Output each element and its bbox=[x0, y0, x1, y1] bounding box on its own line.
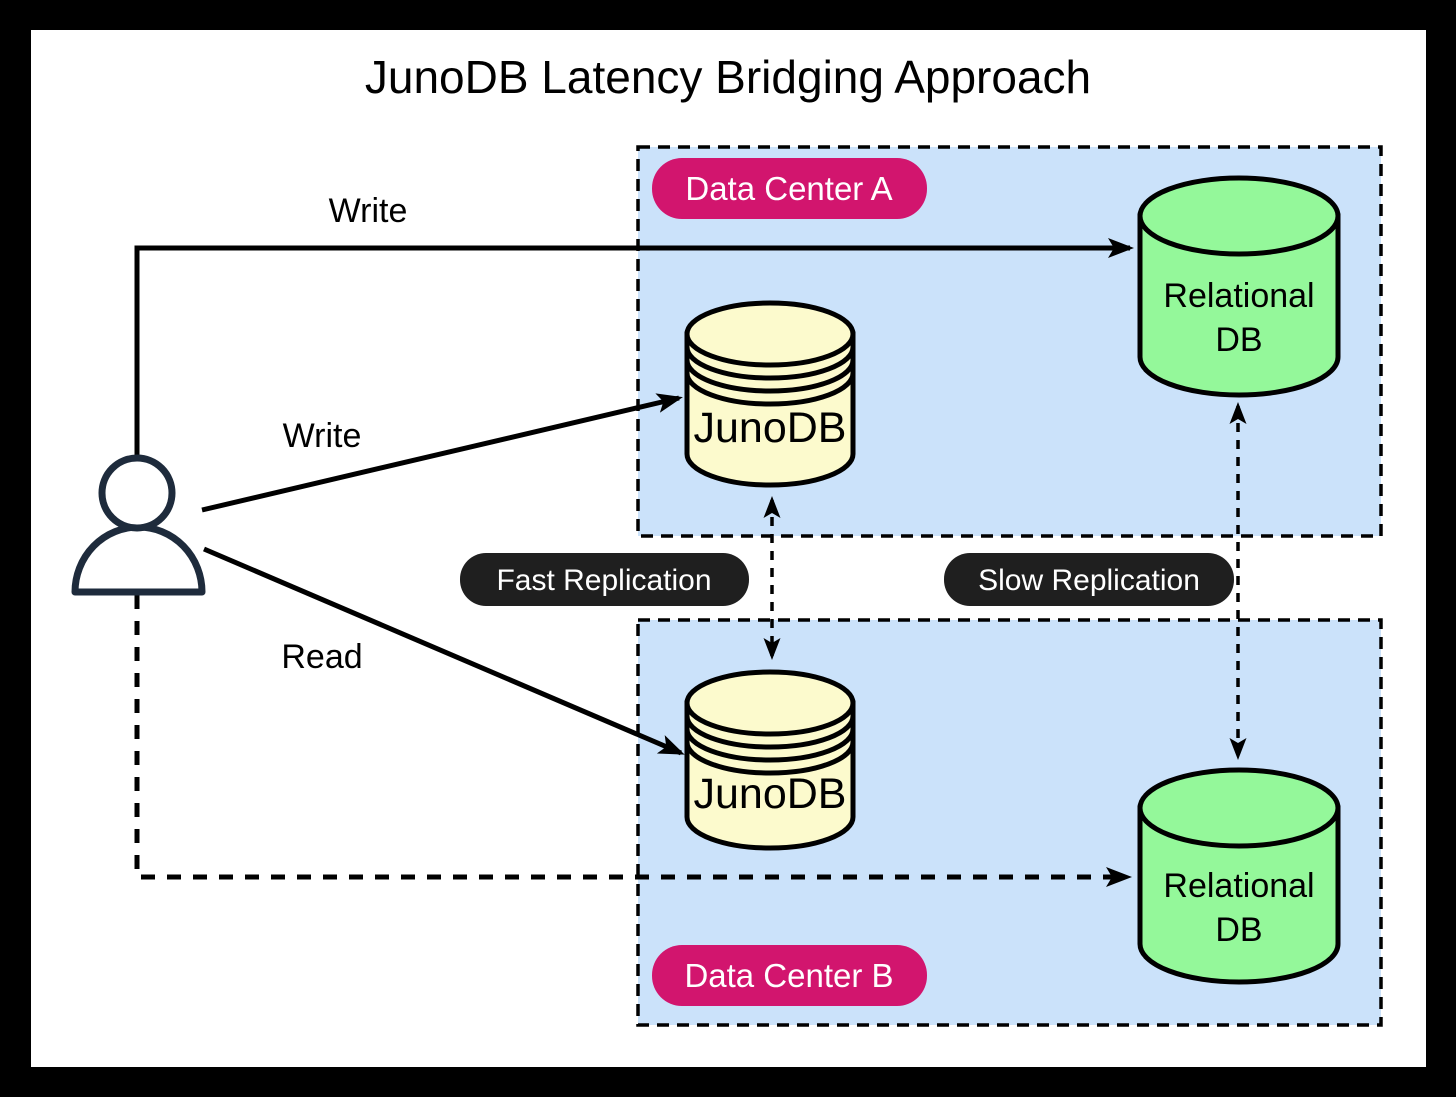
node-junodb-a: JunoDB bbox=[684, 300, 856, 488]
fast-replication-badge: Fast Replication bbox=[460, 553, 749, 606]
datacenter-a-badge: Data Center A bbox=[652, 158, 927, 219]
user-head bbox=[98, 454, 176, 532]
datacenter-a-badge-label: Data Center A bbox=[685, 170, 892, 207]
edges: Write Write Read bbox=[134, 192, 1247, 887]
junodb-b-label: JunoDB bbox=[694, 770, 847, 818]
relational-a-label-line2: DB bbox=[1215, 321, 1262, 359]
user-icon bbox=[71, 454, 206, 596]
datacenter-b-badge-label: Data Center B bbox=[684, 957, 893, 994]
node-junodb-b: JunoDB bbox=[684, 669, 856, 851]
relational-b-cylinder-body bbox=[1137, 805, 1341, 985]
edge-label-write-mid: Write bbox=[283, 417, 362, 455]
edge-read-return-to-relational-b bbox=[134, 595, 1132, 887]
fast-replication-pill bbox=[460, 553, 749, 606]
junodb-a-label: JunoDB bbox=[694, 404, 847, 452]
junodb-a-ring bbox=[684, 372, 856, 407]
slow-replication-pill bbox=[944, 553, 1234, 606]
diagram-title: JunoDB Latency Bridging Approach bbox=[365, 51, 1091, 103]
node-relational-db-a: Relational DB bbox=[1137, 175, 1341, 398]
junodb-a-cylinder-top bbox=[684, 300, 856, 368]
junodb-a-ring bbox=[684, 359, 856, 394]
edge-read-from-junodb-b bbox=[203, 546, 685, 756]
edge-label-read: Read bbox=[281, 638, 362, 676]
edge-label-write-top: Write bbox=[329, 192, 408, 230]
junodb-b-ring bbox=[684, 728, 856, 763]
edge-write-to-relational-a bbox=[134, 238, 1134, 458]
relational-a-label-line1: Relational bbox=[1163, 277, 1314, 315]
relational-a-cylinder-top bbox=[1137, 175, 1341, 257]
slow-replication-badge: Slow Replication bbox=[944, 553, 1234, 606]
junodb-a-ring bbox=[684, 346, 856, 381]
slow-replication-label: Slow Replication bbox=[978, 564, 1200, 597]
datacenter-a-badge-pill bbox=[652, 158, 927, 219]
relational-b-label-line1: Relational bbox=[1163, 867, 1314, 905]
fast-replication-label: Fast Replication bbox=[496, 564, 711, 597]
relational-b-cylinder-top bbox=[1137, 767, 1341, 849]
junodb-b-ring bbox=[684, 741, 856, 776]
junodb-b-cylinder-top bbox=[684, 669, 856, 737]
relational-a-cylinder-body bbox=[1137, 213, 1341, 398]
datacenter-b-badge-pill bbox=[652, 945, 927, 1006]
junodb-b-ring bbox=[684, 715, 856, 750]
relational-b-label-line2: DB bbox=[1215, 911, 1262, 949]
datacenter-b-badge: Data Center B bbox=[652, 945, 927, 1006]
edge-write-to-junodb-a bbox=[201, 393, 683, 513]
node-relational-db-b: Relational DB bbox=[1137, 767, 1341, 985]
